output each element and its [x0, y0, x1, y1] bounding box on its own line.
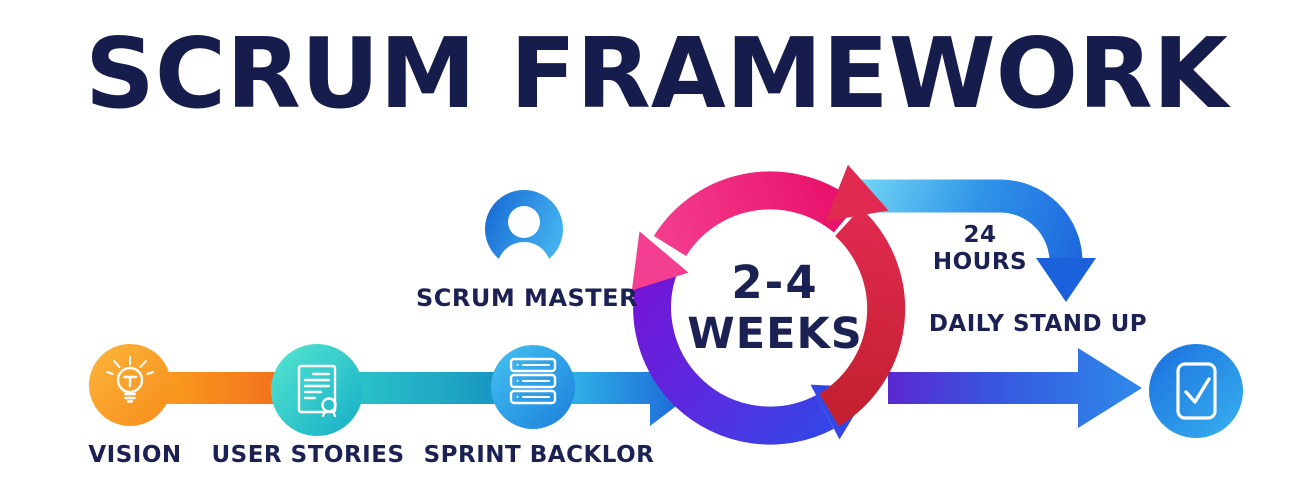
backlog-stack-icon	[509, 357, 557, 405]
sprint-backlog-step	[491, 345, 575, 429]
done-step	[1149, 344, 1243, 438]
certificate-document-icon	[297, 364, 337, 418]
vision-step	[89, 344, 171, 426]
user-stories-label: USER STORIES	[211, 442, 405, 468]
daily-loop-arrow	[845, 179, 1096, 302]
user-stories-step	[271, 344, 363, 436]
lightbulb-icon	[106, 356, 154, 403]
cycle-red-arrowhead	[825, 164, 889, 222]
daily-standup-label: DAILY STAND UP	[928, 311, 1148, 337]
exit-arrow	[888, 348, 1142, 428]
person-icon	[485, 190, 563, 296]
daily-loop-unit: HOURS	[932, 249, 1028, 275]
page-title: SCRUM FRAMEWORK	[85, 17, 1228, 130]
daily-loop-value: 24	[963, 222, 997, 248]
check-square-icon	[1176, 362, 1217, 420]
cycle-pink-arc	[653, 171, 859, 257]
sprint-cycle	[631, 164, 906, 445]
cycle-red-arc	[818, 208, 906, 427]
cycle-pink-arrowhead	[631, 231, 689, 291]
cycle-duration-unit: WEEKS	[687, 309, 863, 359]
sprint-backlog-label: SPRINT BACKLOR	[423, 442, 655, 468]
flow-connector-orange	[166, 372, 284, 404]
scrum-master-label: SCRUM MASTER	[415, 284, 639, 312]
vision-label: VISION	[88, 442, 182, 468]
flow-connector-teal	[358, 372, 500, 404]
cycle-purple-arc	[633, 250, 834, 445]
cycle-duration: 2-4	[731, 256, 819, 309]
